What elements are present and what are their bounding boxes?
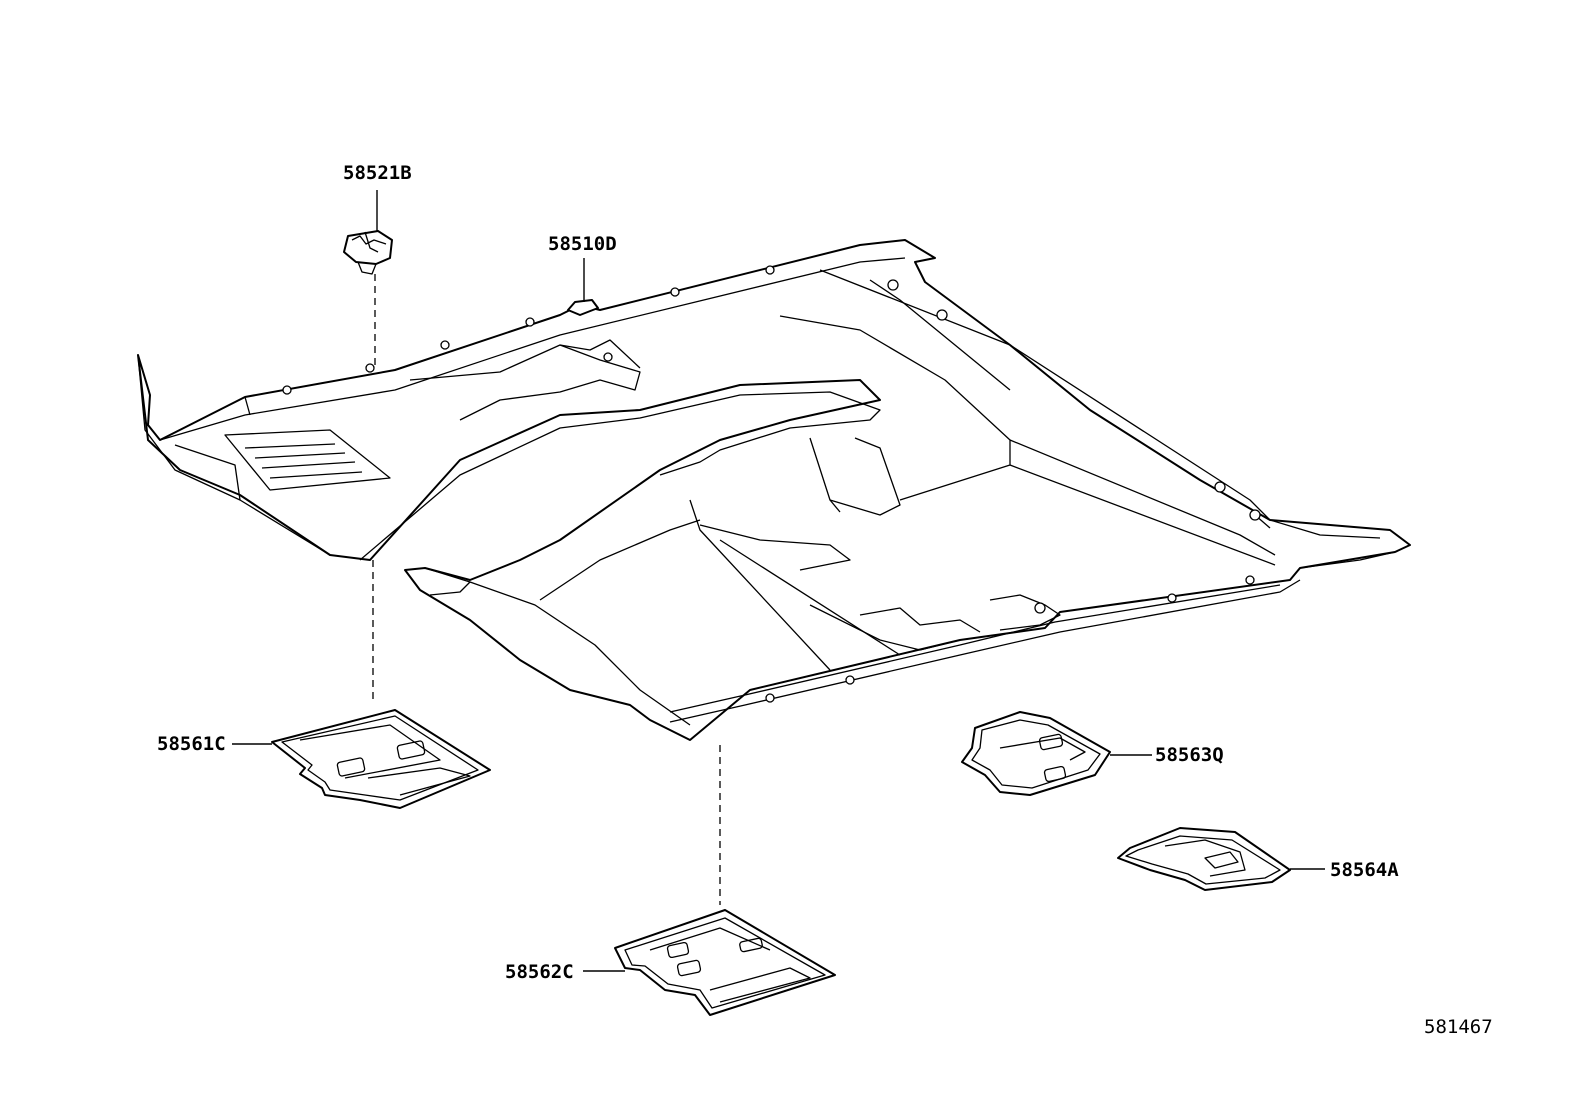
clip-58521B[interactable] — [343, 230, 393, 275]
mat-58561C[interactable] — [271, 709, 491, 809]
mat-58564A[interactable] — [1117, 827, 1291, 891]
mat-58563Q[interactable] — [961, 711, 1111, 796]
mat-58562C[interactable] — [614, 909, 836, 1016]
label-58561C[interactable]: 58561C — [157, 733, 226, 755]
label-58563Q[interactable]: 58563Q — [1155, 744, 1224, 766]
label-58521B[interactable]: 58521B — [343, 162, 412, 184]
figure-code: 581467 — [1424, 1016, 1493, 1038]
floor-carpet-58510D[interactable] — [137, 239, 1411, 741]
label-58510D[interactable]: 58510D — [548, 233, 617, 255]
label-58564A[interactable]: 58564A — [1330, 859, 1399, 881]
label-58562C[interactable]: 58562C — [505, 961, 574, 983]
